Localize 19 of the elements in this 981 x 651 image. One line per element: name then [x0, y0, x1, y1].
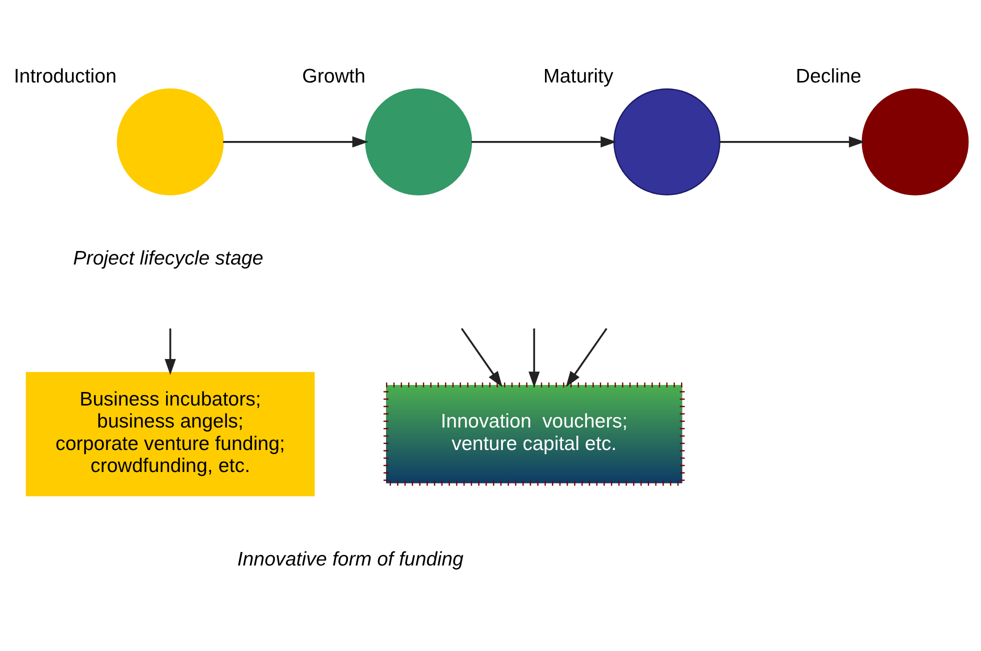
- node-label: Maturity: [543, 66, 614, 88]
- node-box: Innovation vouchers; venture capital etc.: [384, 382, 685, 486]
- node-circle: [116, 88, 224, 196]
- arrow: [720, 136, 865, 148]
- arrow: [223, 136, 368, 148]
- node-label: Decline: [796, 66, 862, 88]
- node-circle: [613, 88, 720, 196]
- arrow: [471, 136, 617, 148]
- node-circle: [862, 88, 969, 196]
- arrow: [566, 328, 608, 388]
- arrow: [460, 328, 502, 388]
- arrow: [164, 328, 176, 376]
- label: Innovative form of funding: [237, 548, 464, 570]
- label: Project lifecycle stage: [73, 248, 264, 270]
- node-circle: [365, 88, 472, 196]
- node-label: Introduction: [14, 66, 117, 88]
- node-box: Business incubators; business angels; corporate venture funding; crowdfunding, etc.: [26, 372, 315, 496]
- node-label: Growth: [302, 66, 366, 88]
- arrow: [528, 328, 540, 388]
